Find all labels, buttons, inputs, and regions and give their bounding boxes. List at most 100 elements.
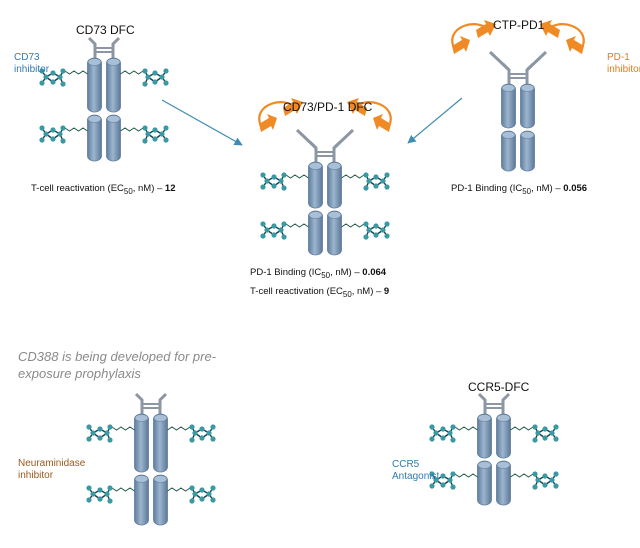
pd1-arrow-strand [347,98,367,116]
fc-domain-cylinder [477,460,492,506]
molecule-atom [189,498,195,504]
molecule-atom [90,430,96,436]
molecule-atom [39,80,45,86]
molecule-atom [264,227,270,233]
molecule-atom [450,424,456,430]
cylinder-cap [134,475,149,483]
cylinder-cap [520,131,535,139]
molecule-atom [260,221,266,227]
ccr5-dfc-molecule [429,392,559,506]
cd388-molecule [86,392,216,526]
molecule-atom [107,485,113,491]
molecule-atom [43,131,49,137]
hinge-arm [87,36,97,58]
neuraminidase-label-line2: inhibitor [18,470,54,481]
molecule-atom [199,426,205,432]
neuraminidase-label-line1: Neuraminidase [18,458,86,469]
molecule-atom [440,435,446,441]
molecule-atom [152,79,158,85]
molecule-atom [206,430,212,436]
molecule-atom [384,221,390,227]
cylinder-cap [106,58,121,66]
pd1-linker-arm [295,128,318,150]
molecule-atom [532,424,538,430]
ctp-pd1-binding-metric: PD-1 Binding (IC50, nM) – 0.056 [451,183,588,196]
molecule-atom [152,127,158,133]
hinge-arm [158,392,168,414]
fc-domain-cylinder [477,413,492,459]
molecule-atom [366,178,372,184]
pd1-arrow-strand [259,114,277,132]
molecule-atom [60,125,66,131]
cd73-pd1-dfc-molecule [258,98,392,256]
molecule-atom [373,232,379,238]
molecule-atom [199,487,205,493]
cylinder-cap [87,58,102,66]
molecule-atom [159,74,165,80]
hinge-arm [501,392,511,414]
molecule-atom [107,437,113,443]
cd388-note: CD388 is being developed for pre-exposur… [18,349,217,381]
molecule-atom [90,491,96,497]
molecule-atom [450,484,456,490]
molecule-atom [278,178,284,184]
molecule-atom [542,473,548,479]
molecule-atom [553,436,559,442]
molecule-atom [366,227,372,233]
molecule-atom [152,136,158,142]
molecule-atom [142,68,148,74]
molecule-atom [210,436,216,442]
fc-domain-cylinder [308,161,323,209]
molecule-atom [532,471,538,477]
molecule-atom [189,485,195,491]
cylinder-cap [87,115,102,123]
molecule-atom [429,483,435,489]
linker-chain [167,426,191,431]
linker-chain [111,487,135,492]
linker-chain [454,426,478,431]
arrow-left-to-center [161,99,243,146]
molecule-atom [86,485,92,491]
molecule-atom [86,436,92,442]
molecule-atom [210,424,216,430]
cylinder-cap [106,115,121,123]
fc-domain-cylinder [106,114,121,162]
fc-domain-cylinder [134,474,149,526]
cylinder-cap [327,211,342,219]
molecule-atom [199,496,205,502]
fc-domain-cylinder [308,210,323,256]
molecule-atom [189,424,195,430]
pd1-linker-arm [525,50,548,72]
molecule-atom [281,234,287,240]
molecule-atom [549,477,555,483]
molecule-atom [107,424,113,430]
cylinder-cap [496,414,511,422]
cylinder-cap [477,461,492,469]
fc-domain-cylinder [134,413,149,473]
pd1-arrow-strand [566,36,584,54]
fc-domain-cylinder [496,460,511,506]
fc-domain-cylinder [87,57,102,113]
molecule-atom [50,70,56,76]
cylinder-cap [153,475,168,483]
molecule-atom [57,74,63,80]
molecule-atom [163,68,169,74]
molecule-atom [440,482,446,488]
molecule-atom [39,137,45,143]
molecule-atom [43,74,49,80]
molecule-atom [433,430,439,436]
molecule-atom [373,223,379,229]
molecule-atom [363,221,369,227]
arrow-right-to-center [407,97,463,144]
molecule-atom [142,125,148,131]
pd1-arrow-strand [540,20,560,38]
molecule-atom [142,81,148,87]
pd1-linker-arm [488,50,511,72]
hinge-arm [477,392,487,414]
molecule-atom [97,496,103,502]
molecule-atom [192,430,198,436]
molecule-atom [429,471,435,477]
pd1-arrow-strand [476,20,496,38]
cylinder-cap [496,461,511,469]
molecule-atom [57,131,63,137]
